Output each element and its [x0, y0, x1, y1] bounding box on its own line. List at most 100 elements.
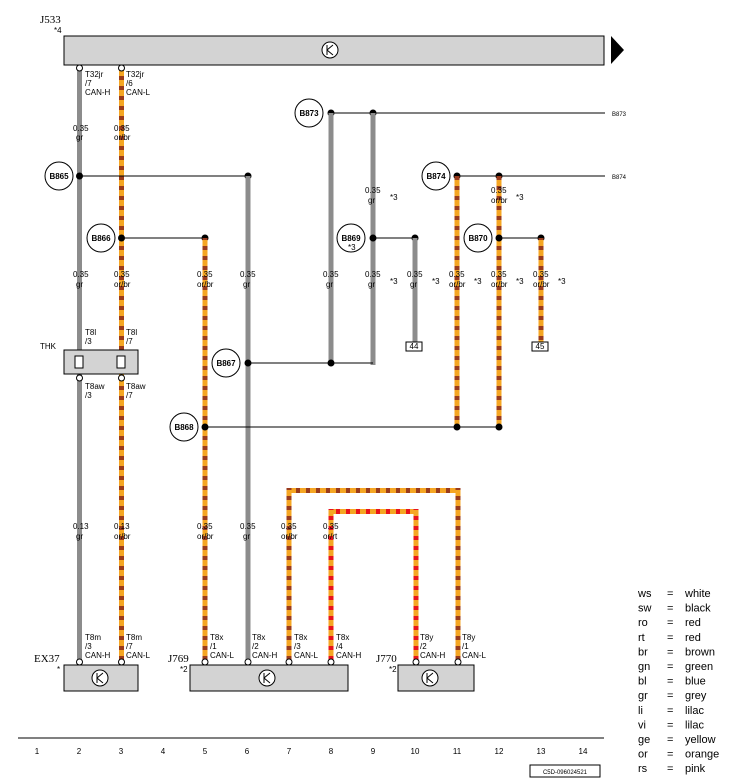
svg-text:*3: *3 [390, 277, 398, 286]
wire-color: or/br [491, 280, 508, 289]
wire-color: gr [243, 532, 250, 541]
column-number: 5 [203, 747, 208, 756]
node-b868: B868 [169, 412, 199, 442]
svg-text:*3: *3 [516, 193, 524, 202]
t32jr7-pin: /7 [85, 79, 92, 88]
wire-color: gr [326, 280, 333, 289]
wire-col3-upper [119, 68, 124, 350]
can-bus-icon [258, 669, 276, 687]
svg-text:*3: *3 [558, 277, 566, 286]
svg-text:T8m: T8m [126, 633, 142, 642]
wire-color: gr [368, 196, 375, 205]
wire-col8-upper [328, 113, 334, 365]
wire-col10 [412, 238, 418, 342]
svg-text:T8x: T8x [252, 633, 265, 642]
svg-text:*2: *2 [180, 665, 188, 674]
wire-size: 0.35 [281, 522, 297, 531]
wire-col3-lower [119, 374, 124, 664]
svg-text:B874: B874 [426, 172, 446, 181]
svg-text:/4: /4 [336, 642, 343, 651]
legend-equals: = [667, 734, 673, 746]
legend-code: sw [638, 603, 652, 615]
wire-loop-inner-top [328, 509, 419, 514]
legend-equals: = [667, 661, 673, 673]
svg-text:B865: B865 [49, 172, 69, 181]
svg-text:B867: B867 [216, 359, 236, 368]
t32jr6-name: T32jr [126, 70, 145, 79]
svg-text:T8m: T8m [85, 633, 101, 642]
node-b865: B865 [44, 161, 74, 191]
svg-text:/3: /3 [85, 391, 92, 400]
legend-code: vi [638, 719, 646, 731]
legend-color-name: white [684, 588, 711, 600]
wire-col12 [496, 176, 502, 427]
wire-size: 0.13 [73, 522, 89, 531]
legend-equals: = [667, 617, 673, 629]
wire-color: or/br [114, 532, 131, 541]
wire-size: 0.35 [73, 270, 89, 279]
column-number: 13 [537, 747, 546, 756]
legend-color-name: green [685, 661, 713, 673]
legend-equals: = [667, 690, 673, 702]
j533-module: J533 *4 [40, 14, 624, 66]
svg-text:/7: /7 [126, 642, 133, 651]
b873-right-ref: B873 [612, 112, 627, 118]
legend-color-name: lilac [685, 705, 704, 717]
column-number: 4 [161, 747, 166, 756]
wire-size: 0.35 [197, 270, 213, 279]
t32jr7-name: T32jr [85, 70, 104, 79]
svg-text:CAN-L: CAN-L [210, 651, 235, 660]
legend-color-name: brown [685, 646, 715, 658]
thk-label: THK [40, 342, 57, 351]
wire-color: or/br [491, 196, 508, 205]
svg-text:*3: *3 [432, 277, 440, 286]
legend-code: gn [638, 661, 650, 673]
legend-code: or [638, 749, 648, 761]
wire-size: 0.13 [114, 522, 130, 531]
b874-right-ref: B874 [612, 175, 627, 181]
node-b869: B869 [336, 223, 366, 253]
column-number: 14 [579, 747, 588, 756]
legend-code: ge [638, 734, 650, 746]
svg-text:/1: /1 [210, 642, 217, 651]
wire-color: or/br [197, 280, 214, 289]
legend-code: ro [638, 617, 648, 629]
wire-col8-lower [328, 509, 334, 664]
wire-size: 0.35 [365, 270, 381, 279]
legend-code: ws [637, 588, 652, 600]
svg-text:/3: /3 [85, 337, 92, 346]
legend-equals: = [667, 719, 673, 731]
j770-label: J770 [376, 653, 397, 665]
svg-text:B870: B870 [468, 234, 488, 243]
svg-text:*3: *3 [390, 193, 398, 202]
svg-text:/3: /3 [294, 642, 301, 651]
j533-note: *4 [54, 26, 62, 35]
wire-color: or/br [281, 532, 298, 541]
wire-size: 0.35 [323, 270, 339, 279]
wire-col11-lower [455, 488, 461, 664]
ex37-label: EX37 [34, 653, 60, 665]
wire-loop-top [286, 488, 461, 493]
legend-code: li [638, 705, 643, 717]
j770-module: J770 *2 [376, 653, 475, 692]
node-b867: B867 [211, 348, 241, 378]
svg-text:CAN-H: CAN-H [252, 651, 278, 660]
wire-size: 0.35 [449, 270, 465, 279]
svg-text:CAN-H: CAN-H [85, 651, 111, 660]
svg-text:/2: /2 [252, 642, 259, 651]
svg-text:T8y: T8y [462, 633, 475, 642]
wire-color: gr [76, 280, 83, 289]
ref-box-44 [405, 341, 423, 352]
wire-color: or/br [197, 532, 214, 541]
j769-module: J769 *2 [168, 653, 349, 692]
column-number: 8 [329, 747, 334, 756]
wire-col5 [202, 238, 208, 664]
wire-size: 0.35 [240, 270, 256, 279]
legend-code: rt [638, 632, 645, 644]
svg-text:*3: *3 [348, 243, 356, 252]
svg-text:T8x: T8x [294, 633, 307, 642]
column-number: 7 [287, 747, 292, 756]
column-number: 6 [245, 747, 250, 756]
